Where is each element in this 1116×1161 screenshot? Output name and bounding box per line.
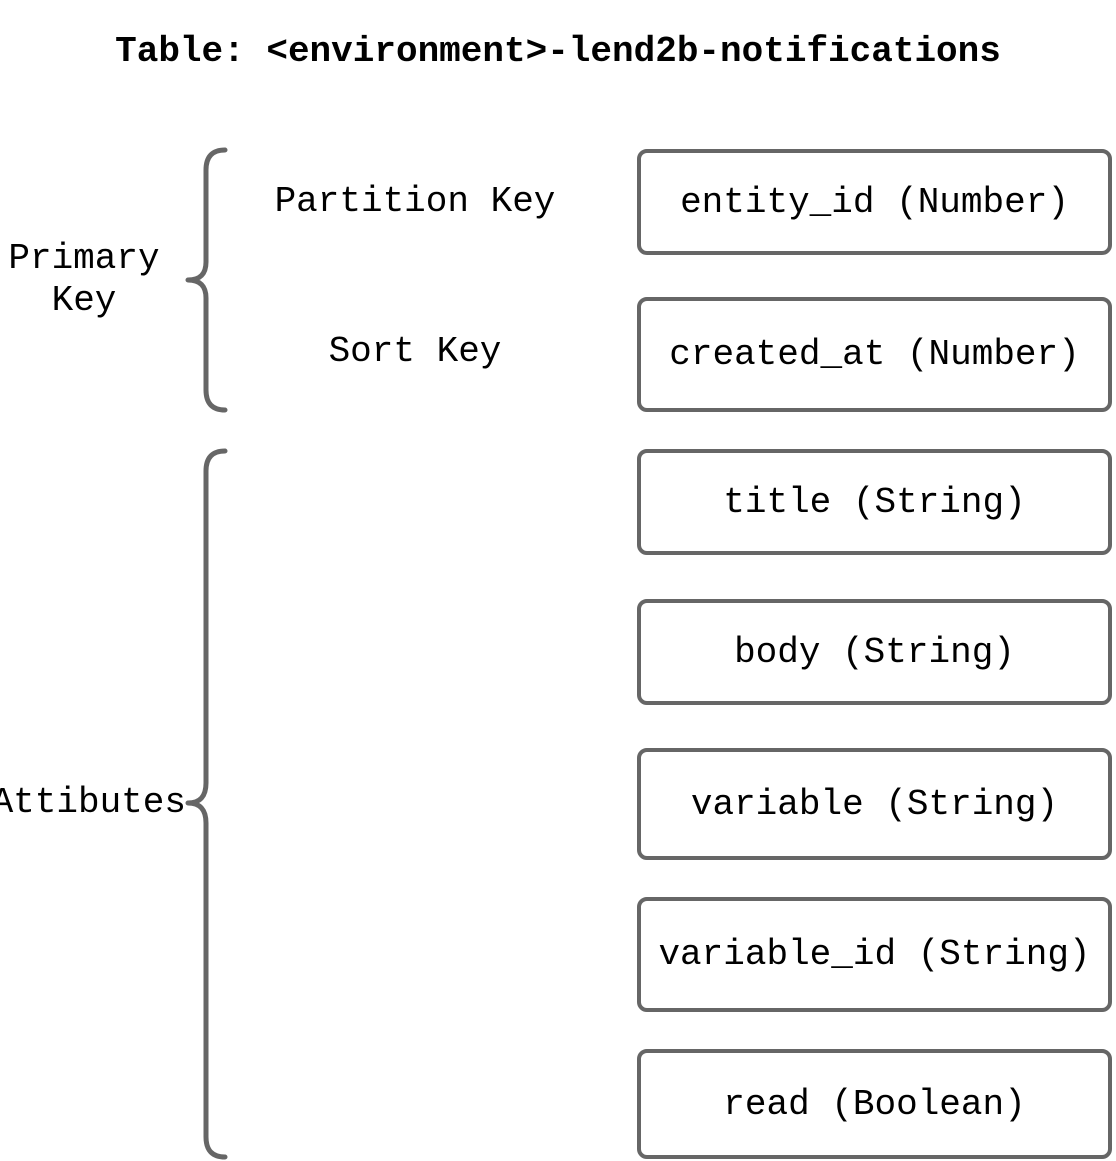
sort-key-label: Sort Key: [328, 331, 502, 372]
table-title: Table: <environment>-lend2b-notification…: [115, 31, 1001, 72]
attributes-brace: [185, 448, 228, 1160]
partition-key-label: Partition Key: [274, 181, 556, 222]
field-entity-id: entity_id (Number): [637, 149, 1112, 255]
field-variable-id: variable_id (String): [637, 897, 1112, 1012]
field-body: body (String): [637, 599, 1112, 705]
field-title: title (String): [637, 449, 1112, 555]
field-created-at: created_at (Number): [637, 297, 1112, 412]
primary-key-label: Primary Key: [0, 238, 168, 322]
field-read: read (Boolean): [637, 1049, 1112, 1159]
field-variable: variable (String): [637, 748, 1112, 860]
primary-key-brace: [185, 147, 228, 413]
primary-key-label-line1: Primary: [8, 238, 160, 279]
attributes-label: Attibutes: [0, 782, 186, 823]
primary-key-label-line2: Key: [51, 280, 117, 321]
